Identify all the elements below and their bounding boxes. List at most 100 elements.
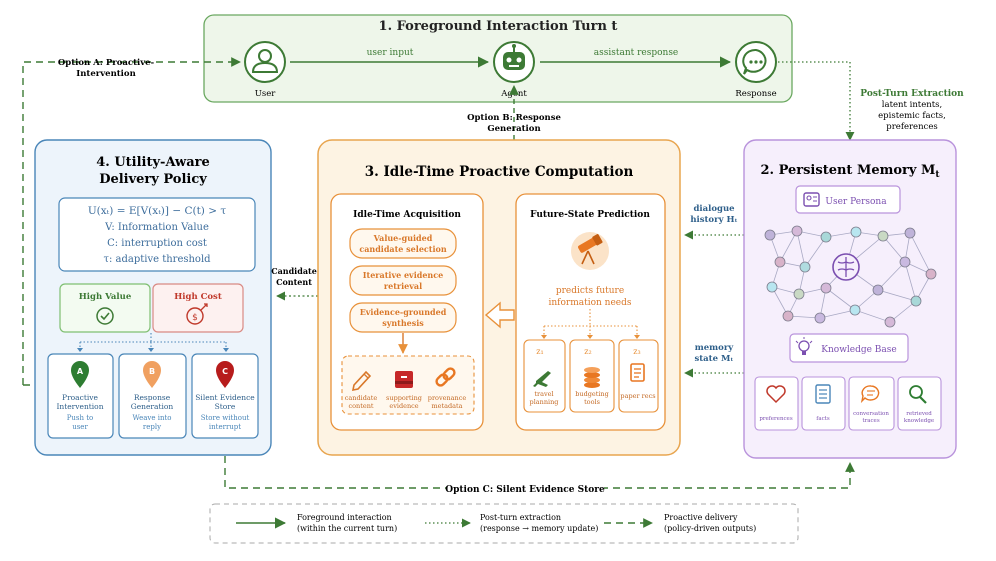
- output3-line1: provenance: [428, 394, 467, 402]
- pin-a-icon: A: [71, 361, 89, 388]
- conversation-icon: [860, 385, 880, 404]
- step2-line1: Iterative evidence: [363, 270, 443, 280]
- memory-state-line1: memory: [695, 343, 735, 353]
- def-threshold: τ: adaptive threshold: [103, 254, 211, 265]
- step-grounded-synthesis: [349, 302, 457, 333]
- category-conversation-line2: traces: [862, 418, 879, 424]
- graph-nodes: [764, 225, 937, 328]
- legend-proactive-line1: Proactive delivery: [664, 513, 738, 522]
- user-input-label: user input: [367, 48, 414, 58]
- step1-line1: Value-guided: [373, 233, 433, 243]
- legend-foreground-line2: (within the current turn): [297, 524, 397, 533]
- def-value: V: Information Value: [104, 222, 209, 233]
- hearts-icon: [766, 385, 786, 404]
- memory-state-line2: state Mₜ: [694, 354, 733, 364]
- coin-cost-icon: $: [186, 303, 208, 325]
- user-persona-box: [795, 185, 901, 214]
- document-icon: [630, 363, 645, 382]
- pencil-icon: [351, 370, 372, 392]
- dialogue-history-line2: history Hₜ: [690, 215, 737, 225]
- category-conversation-line1: conversation: [853, 411, 889, 417]
- option-b-line2: Generation: [487, 124, 540, 134]
- memory-title: 2. Persistent Memory Mt: [760, 163, 940, 180]
- category-preferences: [754, 376, 799, 431]
- lightbulb-icon: [795, 337, 813, 355]
- post-turn-path: [778, 61, 855, 141]
- card-b-title: Response: [134, 393, 171, 402]
- step1-line2: candidate selection: [359, 244, 447, 254]
- legend-proactive-line2: (policy-driven outputs): [664, 524, 756, 533]
- option-a-line1: Option A: Proactive-: [58, 58, 155, 68]
- card-c-sub2: interrupt: [209, 423, 241, 431]
- option-b-line1: Option B: Response: [467, 113, 561, 123]
- coin-stack-icon: [584, 367, 600, 388]
- persona-id-icon: [803, 192, 820, 207]
- robot-icon: [493, 41, 535, 83]
- step3-line2: synthesis: [382, 318, 424, 328]
- user-persona-label: User Persona: [825, 197, 887, 207]
- z1-label: z₁: [536, 347, 543, 356]
- z3-label: z₃: [633, 347, 640, 356]
- step-evidence-retrieval: [349, 265, 457, 296]
- idle-title: 3. Idle-Time Proactive Computation: [365, 164, 634, 180]
- pin-b-icon: B: [143, 361, 161, 388]
- magnifier-icon: [909, 385, 927, 404]
- card-c-title: Silent Evidence: [195, 393, 255, 402]
- z2-label: z₂: [584, 347, 591, 356]
- foreground-title: 1. Foreground Interaction Turn t: [379, 19, 618, 34]
- response-label: Response: [735, 89, 776, 99]
- def-cost: C: interruption cost: [107, 238, 207, 249]
- category-retrieved-knowledge: [897, 376, 942, 431]
- policy-title-1: 4. Utility-Aware: [96, 155, 210, 170]
- card-a-sub1: Push to: [67, 414, 94, 422]
- svg-text:C: C: [222, 367, 228, 376]
- high-cost-label: High Cost: [174, 292, 222, 302]
- check-icon: [96, 307, 114, 325]
- card-b-sub1: Weave into: [132, 414, 171, 422]
- post-turn-line2: epistemic facts,: [878, 111, 946, 121]
- policy-branch-lines: [79, 333, 227, 352]
- post-turn-title: Post-Turn Extraction: [860, 89, 964, 99]
- chain-link-icon: [435, 367, 456, 387]
- airplane-icon: [533, 371, 551, 387]
- prediction-line2: information needs: [548, 298, 631, 308]
- policy-title-2: Delivery Policy: [99, 172, 207, 187]
- card-a-title2: Intervention: [56, 402, 103, 411]
- card-b-sub2: reply: [143, 423, 161, 431]
- brain-icon: [832, 253, 860, 281]
- svg-text:A: A: [77, 367, 84, 376]
- pin-c-icon: C: [216, 361, 234, 388]
- output1-line2: content: [349, 402, 374, 410]
- chat-bubble-icon: [735, 41, 777, 83]
- legend-box: [209, 503, 799, 544]
- knowledge-base-box: [789, 333, 909, 363]
- card-response-generation: [118, 353, 187, 439]
- user-label: User: [255, 89, 277, 99]
- prediction-title: Future-State Prediction: [530, 210, 650, 220]
- evidence-box-icon: [395, 371, 413, 388]
- card-b-title2: Generation: [131, 402, 174, 411]
- svg-text:B: B: [149, 367, 155, 376]
- card-proactive-intervention: [47, 353, 114, 439]
- formula-box: [58, 197, 256, 272]
- post-turn-line1: latent intents,: [882, 100, 942, 110]
- utility-formula: U(xₜ) = E[V(xₜ)] − C(t) > τ: [88, 205, 227, 217]
- step3-line1: Evidence-grounded: [360, 307, 447, 317]
- assistant-response-label: assistant response: [594, 48, 679, 58]
- card-a-sub2: user: [72, 423, 88, 431]
- category-retrieved-line1: retrieved: [906, 411, 932, 417]
- card-c-title2: Store: [215, 402, 236, 411]
- category-conversation-traces: [848, 376, 895, 431]
- prediction-to-acquisition-arrow: [484, 301, 515, 329]
- option-a-line2: Intervention: [76, 69, 136, 79]
- prediction-line1: predicts future: [556, 286, 624, 296]
- legend-posturn-line2: (response → memory update): [480, 524, 598, 533]
- candidate-content-line1: Candidate: [271, 266, 317, 276]
- step2-line2: retrieval: [384, 281, 422, 291]
- prediction-branch-lines: [543, 309, 638, 337]
- card-a-title: Proactive: [62, 393, 98, 402]
- dialogue-history-line1: dialogue: [693, 204, 735, 214]
- telescope-icon: [571, 232, 609, 270]
- z2-line1: budgeting: [575, 390, 609, 398]
